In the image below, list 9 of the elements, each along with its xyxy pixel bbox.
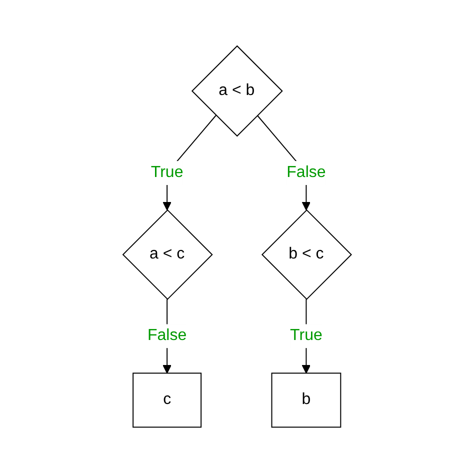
edge-label: False: [147, 328, 186, 345]
edge-label: True: [290, 328, 322, 345]
node-diamond: a < c: [122, 210, 213, 300]
edge-label: False: [286, 164, 326, 182]
node-diamond: a < b: [191, 46, 283, 138]
edge-label: True: [150, 164, 184, 182]
node-box: c: [132, 373, 202, 428]
node-diamond: b < c: [261, 210, 352, 300]
node-box: b: [271, 373, 342, 428]
